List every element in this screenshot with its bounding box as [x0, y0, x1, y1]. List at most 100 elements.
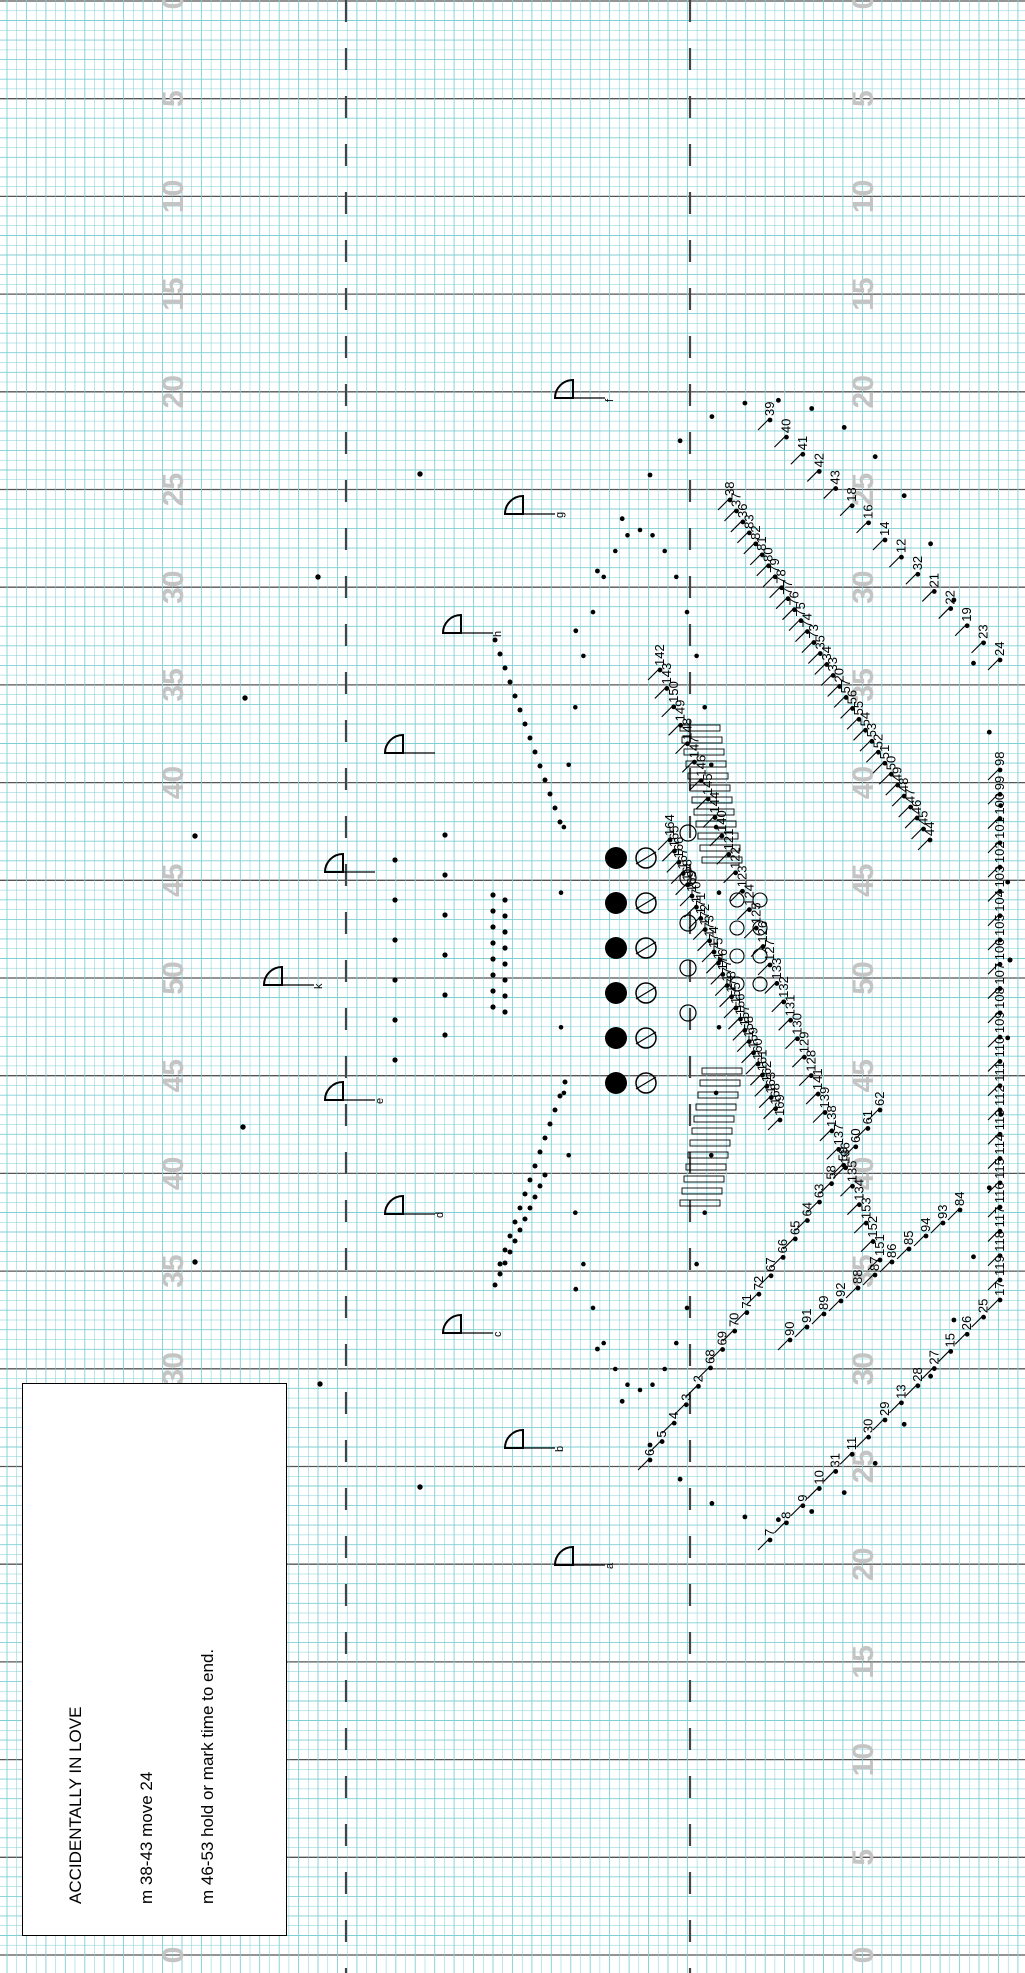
performer-number: 109 [992, 1011, 1007, 1033]
arc-dot [595, 569, 600, 574]
brass-marker [684, 1176, 724, 1182]
flag-fan [443, 1315, 461, 1333]
arc-dot [648, 1443, 653, 1448]
performer-number: 22 [943, 590, 958, 604]
performer-top-arc: 39 [758, 402, 777, 430]
performer-number: 21 [926, 573, 941, 587]
performer-dot [856, 1286, 861, 1291]
arc-dot [685, 1306, 690, 1311]
performer-top-arc: 19 [955, 607, 974, 635]
column-dot [442, 832, 447, 837]
marker-dot [242, 695, 247, 700]
performer-dot [899, 1400, 904, 1405]
performer-dot [660, 1439, 665, 1444]
performer-dot [793, 1237, 798, 1242]
yard-number: 30 [847, 1352, 880, 1385]
yard-number: 15 [847, 277, 880, 310]
performer-number: 112 [992, 1085, 1007, 1106]
diag-dot [558, 1094, 563, 1099]
performer-number: 66 [775, 1239, 790, 1253]
diag-dot [523, 1217, 528, 1222]
column-dot [502, 1009, 507, 1014]
column-dot [442, 872, 447, 877]
performer-number: 68 [703, 1349, 718, 1363]
arc-dot [620, 1399, 625, 1404]
arc-dot [662, 549, 667, 554]
performer-number: 43 [828, 470, 843, 484]
flag-letter: h [492, 631, 504, 637]
performer-dot [800, 1503, 805, 1508]
performer-number: 106 [992, 939, 1007, 961]
section-flag: b [505, 1430, 566, 1452]
show-title: ACCIDENTALLY IN LOVE [66, 1707, 86, 1904]
performer-dot [833, 1469, 838, 1474]
performer-number: 118 [992, 1231, 1007, 1252]
arc-dot [685, 610, 690, 615]
yard-number: 45 [157, 864, 190, 897]
performer-bottom-line: 98 [988, 752, 1007, 780]
performer-number: 62 [872, 1092, 887, 1106]
performer-dot [850, 503, 855, 508]
performer-number: 60 [848, 1128, 863, 1142]
performer-number: 13 [893, 1384, 908, 1398]
arc-dot [928, 541, 933, 546]
column-dot [502, 977, 507, 982]
performer-number: 23 [976, 624, 991, 638]
performer-number: 10 [811, 1470, 826, 1484]
performer-number: 119 [992, 1255, 1007, 1276]
performer-bottom-arc: 17 [988, 1282, 1007, 1310]
column-dot [392, 897, 397, 902]
performer-dot [965, 1332, 970, 1337]
performer-number: 113 [992, 1110, 1007, 1131]
marker-dot [192, 1259, 197, 1264]
column-dot [502, 897, 507, 902]
column-dot [490, 924, 495, 929]
performer-dot [928, 838, 933, 843]
arc-dot [928, 1374, 933, 1379]
performer-dot [672, 1421, 677, 1426]
performer-number: 117 [992, 1207, 1007, 1228]
performer-number: 88 [850, 1270, 865, 1284]
arc-dot [581, 654, 586, 659]
performer-dot [941, 1221, 946, 1226]
yard-number: 45 [157, 1059, 190, 1092]
center-filled [605, 1027, 627, 1049]
performer-dot [883, 538, 888, 543]
arc-dot [717, 1025, 722, 1030]
diag-dot [513, 1239, 518, 1244]
performer-number: 89 [816, 1296, 831, 1310]
diag-dot [543, 1173, 548, 1178]
diag-dot [538, 764, 543, 769]
performer-dot [784, 1520, 789, 1525]
yard-number: 30 [157, 1352, 190, 1385]
column-dot [490, 940, 495, 945]
performer-number: 169 [772, 1094, 787, 1116]
yard-number: 5 [847, 1849, 880, 1866]
yard-number: 40 [157, 1157, 190, 1190]
performer-bottom-arc: 30 [857, 1419, 876, 1447]
performer-dot [948, 606, 953, 611]
column-dot [490, 908, 495, 913]
performer-dot [768, 418, 773, 423]
arc-dot [648, 473, 653, 478]
diag-dot [493, 638, 498, 643]
arc-dot [559, 1025, 564, 1030]
diag-dot [543, 1136, 548, 1141]
performer-number: 72 [751, 1276, 766, 1290]
yard-number: 25 [157, 473, 190, 506]
performer-number: 28 [910, 1367, 925, 1381]
diag-dot [548, 1122, 553, 1127]
arc-dot [709, 1153, 714, 1158]
performer-number: 90 [782, 1322, 797, 1336]
performer-number: 26 [959, 1316, 974, 1330]
diag-dot [523, 722, 528, 727]
performer-dot [817, 1486, 822, 1491]
arc-dot [581, 1262, 586, 1267]
arc-dot [971, 661, 976, 666]
arc-dot [566, 763, 571, 768]
flag-fan [555, 380, 573, 398]
performer-number: 4 [666, 1412, 681, 1419]
diag-dot [513, 1220, 518, 1225]
arc-dot [678, 438, 683, 443]
